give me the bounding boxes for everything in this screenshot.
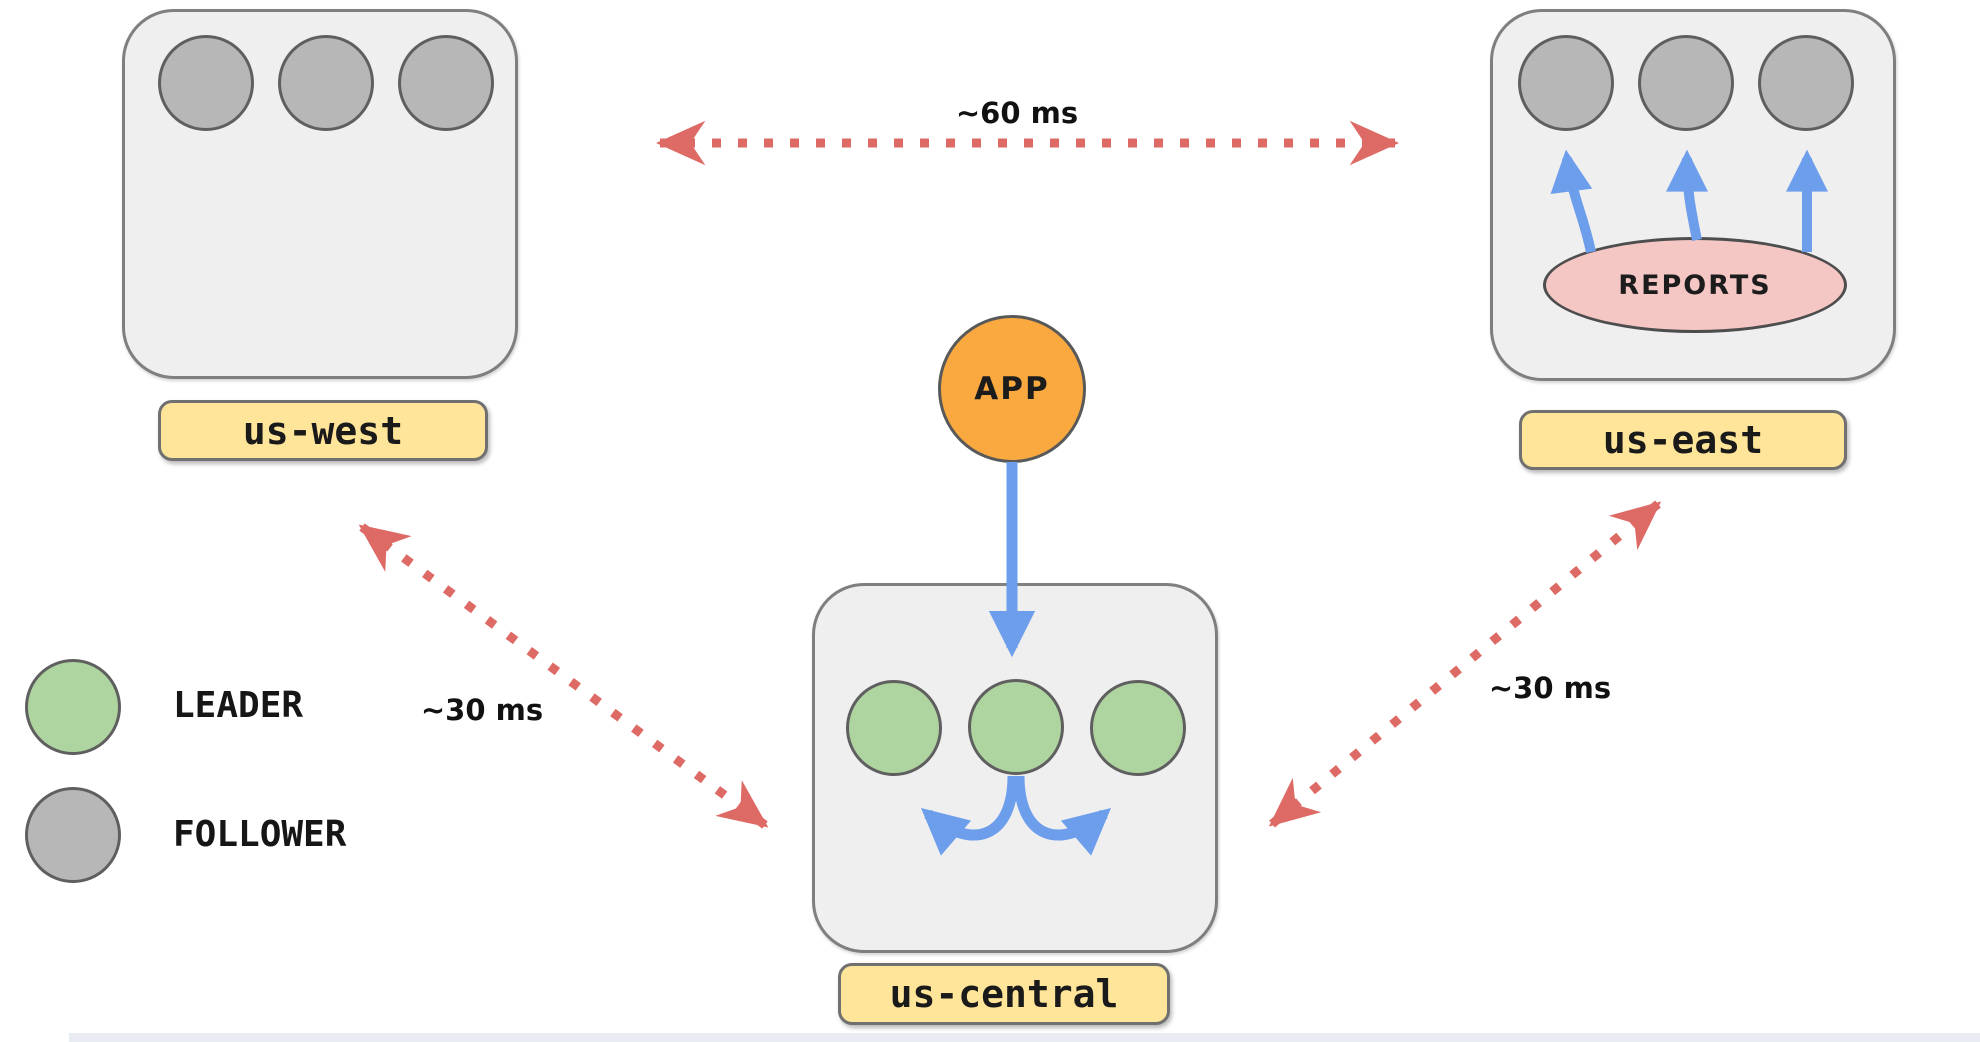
app-node: APP: [938, 315, 1086, 463]
latency-label-west-central: ~30 ms: [420, 693, 544, 727]
latency-label-west-east: ~60 ms: [955, 96, 1079, 130]
reports-ellipse: REPORTS: [1543, 237, 1847, 333]
follower-node: [1638, 35, 1734, 131]
latency-label-central-east: ~30 ms: [1488, 671, 1612, 705]
region-label-us-central: us-central: [838, 963, 1170, 1025]
region-label-us-east: us-east: [1519, 410, 1847, 470]
region-label-text: us-central: [889, 972, 1119, 1016]
legend-leader-swatch: [25, 659, 121, 755]
follower-node: [1518, 35, 1614, 131]
latency-arrow-west-central: [358, 523, 769, 829]
region-label-text: us-east: [1602, 418, 1764, 462]
follower-node: [158, 35, 254, 131]
legend-follower-label: FOLLOWER: [173, 814, 347, 855]
bottom-divider: [69, 1033, 1980, 1042]
region-label-text: us-west: [242, 408, 404, 453]
legend-follower-swatch: [25, 787, 121, 883]
follower-node: [1758, 35, 1854, 131]
region-label-us-west: us-west: [158, 400, 488, 461]
leader-node: [1090, 680, 1186, 776]
latency-arrow-central-east: [1268, 500, 1662, 828]
leader-node: [968, 679, 1064, 775]
follower-node: [278, 35, 374, 131]
reports-label: REPORTS: [1618, 269, 1772, 301]
legend-leader-label: LEADER: [173, 685, 304, 726]
follower-node: [398, 35, 494, 131]
app-label: APP: [974, 371, 1050, 407]
leader-node: [846, 680, 942, 776]
